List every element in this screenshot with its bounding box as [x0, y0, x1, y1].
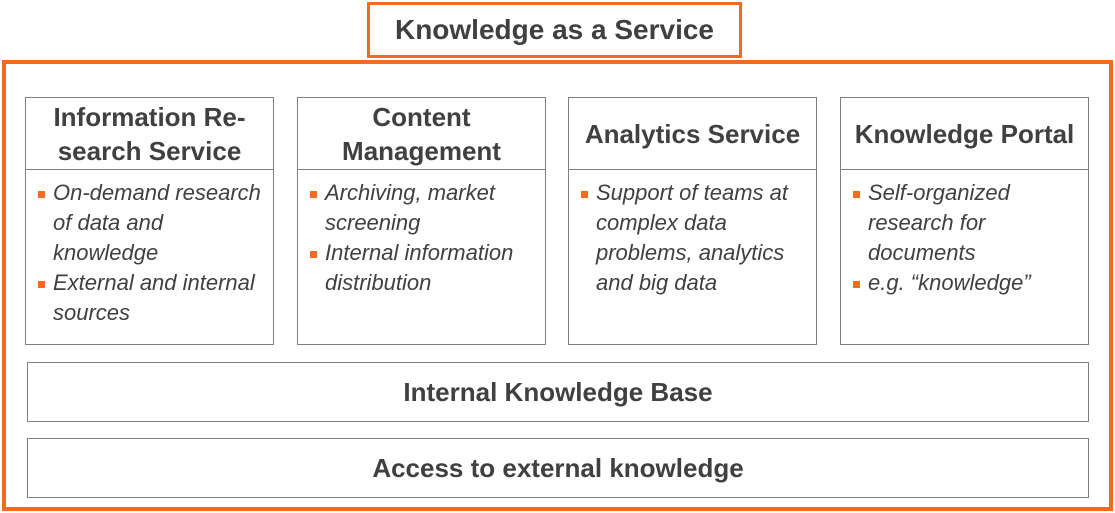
- internal-knowledge-base-layer: Internal Knowledge Base: [27, 362, 1089, 422]
- diagram-title: Knowledge as a Service: [367, 2, 742, 58]
- service-box-analytics: Analytics Service Support of teams at co…: [568, 97, 817, 345]
- service-heading: Content Management: [298, 98, 545, 170]
- external-knowledge-access-layer: Access to external knowledge: [27, 438, 1089, 498]
- service-bullet: External and internal sources: [38, 268, 267, 328]
- service-bullet: e.g. “knowledge”: [853, 268, 1082, 298]
- service-heading: Analytics Service: [569, 98, 816, 170]
- service-bullet: Support of teams at complex data problem…: [581, 178, 810, 298]
- service-bullet: Archiving, market screening: [310, 178, 539, 238]
- service-box-knowledge-portal: Knowledge Portal Self-organized research…: [840, 97, 1089, 345]
- service-bullet: Internal information distribution: [310, 238, 539, 298]
- service-heading: Knowledge Portal: [841, 98, 1088, 170]
- service-bullet: On-demand research of data and knowledge: [38, 178, 267, 268]
- service-box-content-management: Content Management Archiving, market scr…: [297, 97, 546, 345]
- service-heading: Information Re-search Service: [26, 98, 273, 170]
- service-box-information-research: Information Re-search Service On-demand …: [25, 97, 274, 345]
- service-bullet: Self-organized research for documents: [853, 178, 1082, 268]
